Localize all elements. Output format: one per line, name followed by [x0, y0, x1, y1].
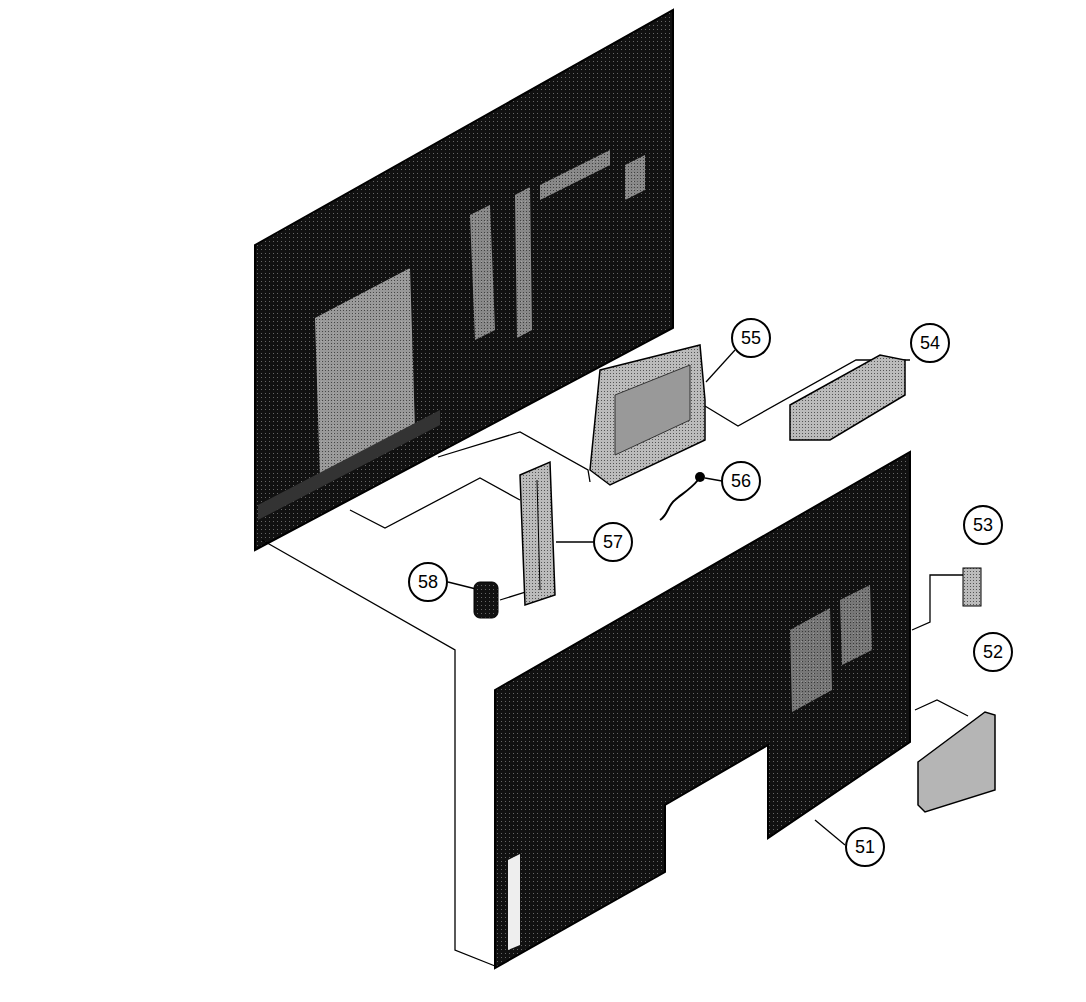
cover-plate: [918, 712, 995, 812]
cable: [660, 472, 705, 520]
callout-number: 54: [910, 323, 950, 363]
circuit-board: [790, 355, 905, 440]
callout-number: 55: [731, 318, 771, 358]
small-part: [474, 582, 498, 618]
callout-number: 57: [593, 522, 633, 562]
small-board: [963, 568, 981, 606]
strip-part: [520, 462, 555, 605]
callout-number: 56: [721, 461, 761, 501]
bracket-part: [590, 345, 705, 485]
callout-number: 51: [845, 827, 885, 867]
callout-number: 58: [408, 562, 448, 602]
rear-cover: [495, 452, 910, 968]
callout-number: 52: [973, 632, 1013, 672]
callout-number: 53: [963, 505, 1003, 545]
